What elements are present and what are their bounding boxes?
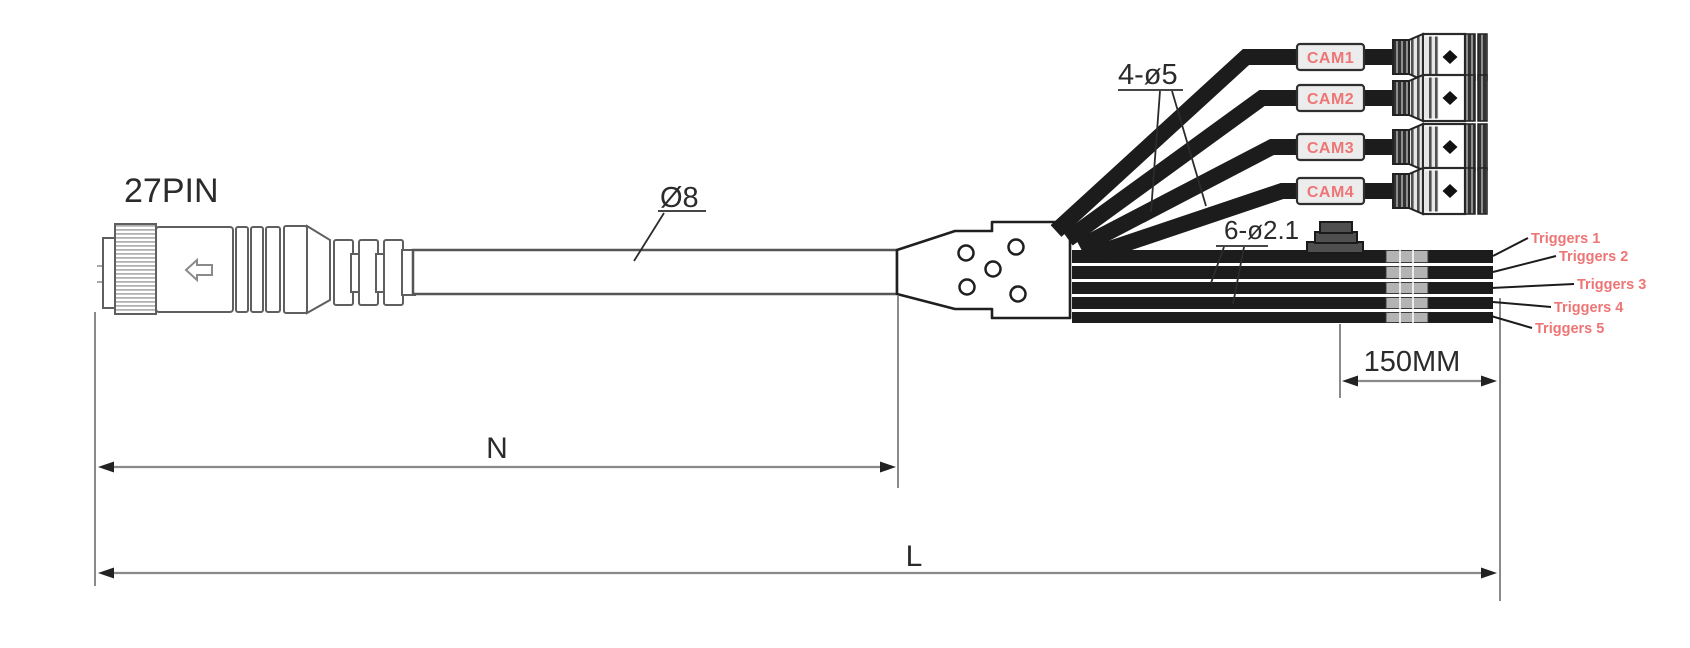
cam3-label-text: CAM3	[1307, 140, 1354, 157]
trigger-wire-3	[1072, 282, 1493, 294]
dimension-l-label: L	[906, 540, 923, 573]
trigger-wire-5	[1072, 312, 1493, 323]
trigger3-label: Triggers 3	[1577, 277, 1646, 293]
cam1-label-text: CAM1	[1307, 50, 1354, 67]
trigger-wire-2	[1072, 266, 1493, 279]
connector-knurled-ring	[114, 223, 157, 315]
trigger-labels: Triggers 1 Triggers 2 Triggers 3 Trigger…	[1490, 231, 1646, 337]
trigger5-label: Triggers 5	[1535, 321, 1604, 337]
cam2-connector	[1391, 73, 1489, 123]
dimension-n: N	[98, 432, 896, 473]
main-cable: Ø8	[411, 182, 899, 296]
extension-lines	[94, 296, 1501, 601]
cam1-connector	[1391, 32, 1489, 82]
connector-strain-relief	[333, 239, 416, 306]
cam2-label-text: CAM2	[1307, 91, 1354, 108]
cam-branch-note-label: 4-ø5	[1118, 59, 1178, 91]
cable-diameter-label: Ø8	[660, 182, 699, 214]
cam4-label: CAM4	[1295, 176, 1366, 206]
trigger2-label: Triggers 2	[1559, 249, 1628, 265]
dimension-n-label: N	[486, 432, 508, 465]
cam-branch-note: 4-ø5	[1118, 59, 1207, 213]
trigger-wire-4	[1072, 297, 1493, 309]
dimension-l: L	[98, 540, 1497, 579]
left-connector: 27PIN	[97, 172, 416, 315]
trigger-branch-note-label: 6-ø2.1	[1224, 215, 1299, 245]
connector-pin-label: 27PIN	[124, 172, 219, 210]
trigger4-label: Triggers 4	[1554, 300, 1623, 316]
cam4-connector	[1391, 166, 1489, 216]
cam-labels: CAM1 CAM2 CAM3 CAM4	[1295, 42, 1366, 206]
trigger-bundle-clip	[1306, 221, 1364, 254]
direction-arrow-icon	[184, 257, 213, 283]
trigger-branch-note: 6-ø2.1	[1210, 215, 1299, 305]
breakout-junction	[895, 220, 1072, 320]
cam3-label: CAM3	[1295, 132, 1366, 162]
cam3-connector	[1391, 122, 1489, 172]
dimension-150mm-label: 150MM	[1364, 346, 1461, 378]
cam2-label: CAM2	[1295, 83, 1366, 113]
trigger1-label: Triggers 1	[1531, 231, 1600, 247]
trigger-band-sleeve	[1385, 250, 1429, 323]
cam1-label: CAM1	[1295, 42, 1366, 72]
dimension-150mm: 150MM	[1342, 346, 1497, 387]
connector-collar-rings	[235, 224, 331, 315]
cam-connectors	[1391, 32, 1489, 216]
trigger-wire-bundle	[1072, 250, 1493, 323]
connector-body	[155, 226, 234, 313]
cam4-label-text: CAM4	[1307, 184, 1354, 201]
trigger-wire-1	[1072, 250, 1493, 263]
